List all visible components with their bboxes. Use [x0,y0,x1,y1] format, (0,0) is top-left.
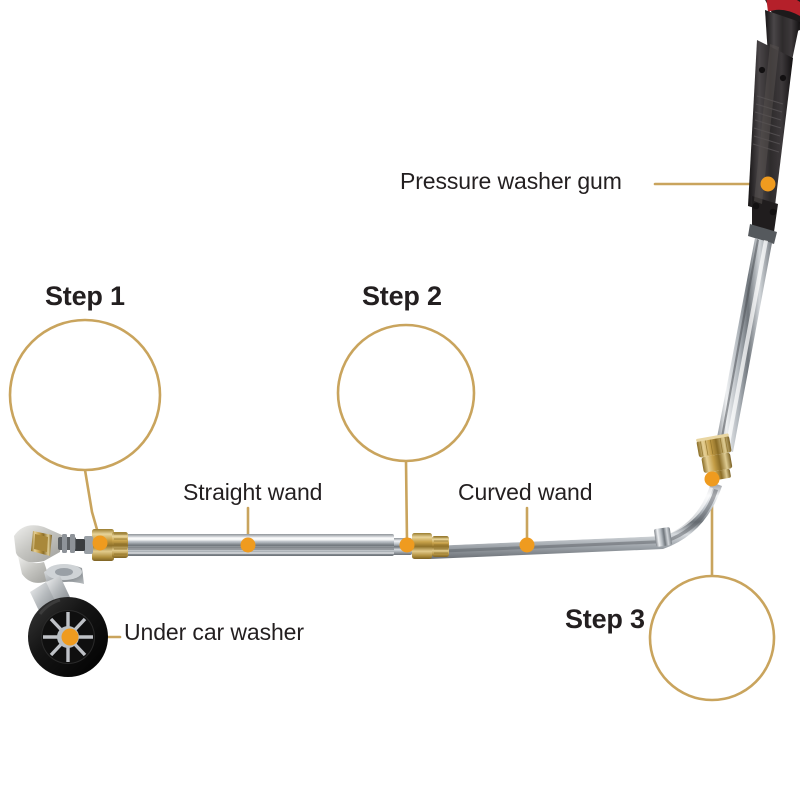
label-pressure-washer-gun: Pressure washer gum [400,168,622,194]
dot-straight-wand [240,537,256,553]
mid-junction-connector [386,533,449,559]
step1-callout-circle [8,318,162,472]
label-straight-wand: Straight wand [183,479,323,505]
lance [715,238,772,452]
label-step-2: Step 2 [362,281,442,311]
straight-wand [122,534,394,556]
pressure-washer-gun [748,0,800,244]
label-step-3: Step 3 [565,604,645,634]
label-curved-wand: Curved wand [458,479,593,505]
dot-gun [760,176,776,192]
label-step-1: Step 1 [45,281,125,311]
coupler-curved-top [696,433,733,482]
leader-step2 [404,459,409,543]
label-under-car-washer: Under car washer [124,619,304,645]
callout-leader-lines [72,182,764,639]
dot-under-car-washer [61,628,79,646]
dot-step1 [92,535,108,551]
curved-wand [430,482,722,559]
callout-dots [61,176,776,646]
step2-callout-circle [322,323,476,463]
dot-curved-wand [519,537,535,553]
gun-red-accent [766,0,800,16]
step3-callout-circle [636,574,784,702]
dot-step3 [704,471,720,487]
dot-step2 [399,537,415,553]
